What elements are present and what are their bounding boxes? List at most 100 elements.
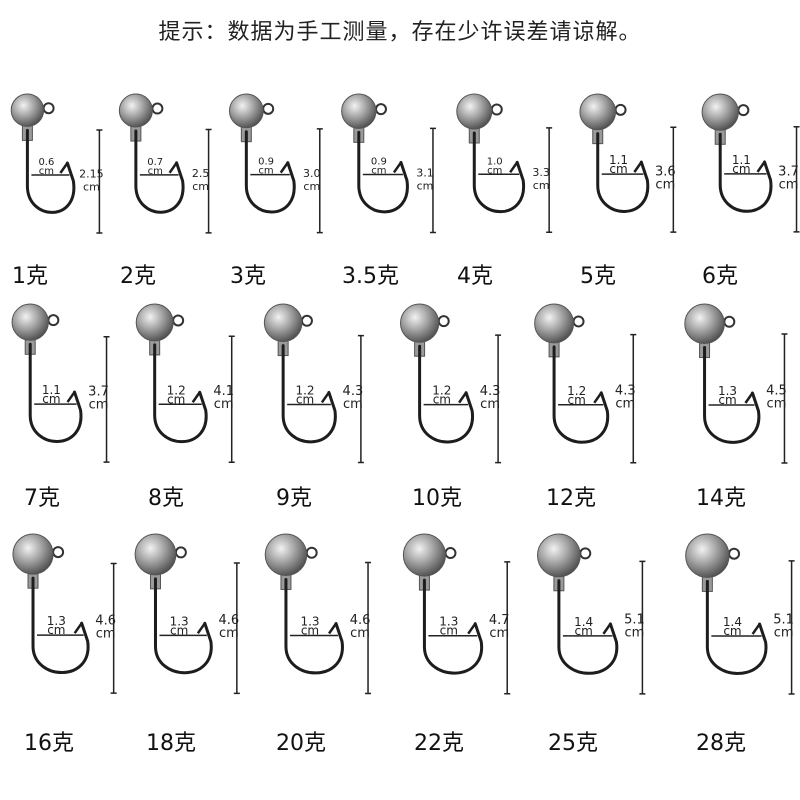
hook-eye [172, 314, 185, 327]
gap-unit: cm [732, 162, 750, 176]
weight-label: 20克 [276, 731, 326, 756]
hook-barb [73, 622, 83, 634]
gap-value: 1.3 [439, 615, 458, 629]
height-unit: cm [655, 178, 675, 193]
gap-unit: cm [167, 392, 185, 406]
weight-label: 22克 [414, 731, 464, 756]
height-value: 4.6 [350, 613, 371, 628]
lead-head [537, 533, 581, 578]
height-unit: cm [83, 181, 100, 194]
height-unit: cm [779, 177, 799, 192]
hook-eye [572, 315, 585, 328]
hook-eye [444, 547, 457, 560]
gap-value: 1.2 [567, 384, 586, 398]
height-value: 4.6 [95, 613, 116, 628]
hook-eye [42, 102, 55, 115]
gap-value: 1.3 [170, 614, 189, 628]
height-measure-bracket [495, 334, 502, 464]
height-unit: cm [774, 625, 794, 640]
height-measure-bracket [316, 128, 323, 234]
height-unit: cm [343, 397, 363, 412]
lead-head [11, 303, 49, 341]
hook-wire [28, 342, 83, 443]
hook-eye [490, 103, 503, 116]
lead-head [135, 303, 174, 342]
weight-label: 28克 [696, 731, 746, 756]
hook-wire [244, 130, 296, 214]
height-value: 3.1 [416, 166, 434, 179]
height-unit: cm [489, 626, 509, 641]
gap-value: 1.2 [295, 383, 314, 397]
lead-head [10, 93, 45, 127]
height-value: 3.7 [778, 164, 799, 179]
weight-label: 12克 [546, 486, 596, 511]
gap-unit: cm [609, 162, 627, 176]
hook-wire [153, 343, 208, 444]
hook-wire [357, 130, 409, 214]
height-unit: cm [89, 397, 109, 412]
height-measure-bracket [429, 127, 436, 234]
height-unit: cm [417, 179, 434, 192]
height-measure-bracket [793, 126, 800, 233]
hook-eye [737, 104, 750, 117]
hook-wire [718, 132, 773, 213]
lead-head [684, 303, 725, 345]
weight-label: 14克 [696, 486, 746, 511]
height-measure-bracket [357, 334, 364, 464]
gap-unit: cm [433, 393, 451, 407]
hook-wire [596, 132, 650, 213]
hook-eye [174, 546, 187, 559]
lead-head [263, 303, 303, 343]
gap-unit: cm [568, 393, 586, 407]
hook-barb [279, 161, 289, 174]
height-unit: cm [303, 180, 320, 193]
hook-eye [262, 102, 275, 115]
hook-wire [281, 344, 337, 444]
hook-eye [723, 315, 736, 328]
height-value: 4.5 [766, 384, 787, 399]
hook-eye [151, 102, 164, 115]
hook-wire [552, 345, 609, 444]
height-unit: cm [533, 179, 550, 192]
height-value: 4.1 [213, 384, 234, 399]
gap-unit: cm [723, 624, 741, 638]
lead-head [341, 93, 377, 129]
gap-unit: cm [440, 624, 458, 638]
height-value: 2.15 [79, 168, 104, 181]
height-unit: cm [214, 397, 234, 412]
hook-wire [472, 131, 525, 214]
gap-value: 0.7 [147, 157, 163, 168]
hook-barb [751, 623, 761, 635]
gap-value: 1.3 [47, 614, 66, 628]
weight-label: 5克 [580, 264, 616, 289]
hook-barb [602, 623, 612, 635]
gap-unit: cm [258, 166, 273, 177]
height-unit: cm [219, 626, 239, 641]
weight-label: 2克 [120, 264, 156, 289]
height-measure-bracket [233, 562, 240, 695]
hook-barb [191, 391, 201, 403]
weight-label: 25克 [548, 731, 598, 756]
gap-value: 1.3 [300, 615, 319, 629]
gap-unit: cm [371, 165, 386, 176]
gap-value: 1.4 [723, 615, 742, 629]
lead-head [264, 533, 308, 576]
hook-eye [614, 103, 627, 116]
weight-label: 16克 [24, 731, 74, 756]
